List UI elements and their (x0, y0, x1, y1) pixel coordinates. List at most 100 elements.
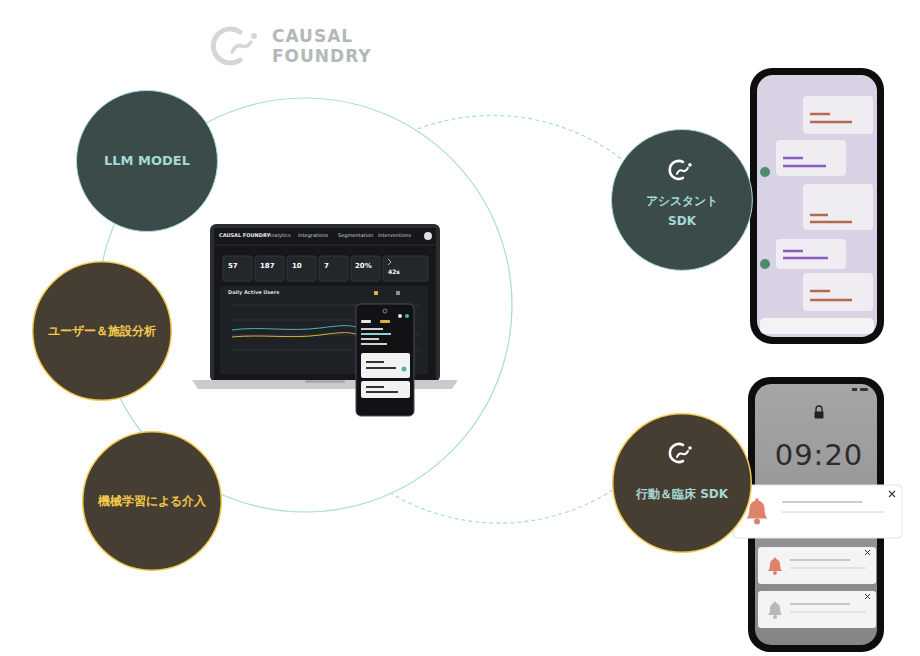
nav-item: Integrations (298, 233, 328, 238)
sdk-icon (670, 161, 692, 179)
mini-toggle (398, 314, 402, 318)
circle-outline (612, 413, 752, 553)
mini-pill (361, 320, 371, 323)
stat-value: 57 (228, 263, 238, 270)
bell-icon (747, 498, 768, 524)
chat-bubble (776, 140, 846, 176)
mini-pill (380, 320, 390, 323)
bubble-line (783, 257, 828, 260)
connector-dot (760, 259, 770, 269)
mini-card (361, 353, 410, 378)
mini-card (361, 381, 410, 398)
nav-item: Segmentation (338, 233, 373, 238)
logo-hook (232, 42, 251, 52)
mini-line (361, 343, 387, 345)
bubble-line (783, 250, 803, 253)
phone-screen (757, 75, 877, 337)
nav-item: Interventions (378, 233, 411, 238)
stat-value: 20% (355, 263, 372, 270)
bubble-line (810, 290, 830, 293)
logo-hook (677, 451, 688, 457)
notification-card (733, 485, 902, 538)
laptop-base (192, 380, 458, 389)
notification-line (782, 512, 884, 513)
node-label: 機械学習による介入 (98, 494, 206, 509)
circle-shape (613, 414, 752, 553)
feature-circle: ユーザー＆施設分析 (32, 261, 172, 401)
stat-value: 10 (292, 263, 302, 270)
status-icon (860, 388, 868, 391)
bell-knob (755, 498, 759, 502)
bubble-line (783, 157, 803, 160)
bell-body (768, 603, 782, 615)
laptop-notch (305, 380, 345, 383)
mini-line (366, 391, 398, 393)
circle-shape (33, 262, 172, 401)
close-icon (865, 550, 870, 555)
stat-card (255, 256, 284, 281)
stat-value: 7 (324, 263, 329, 270)
mini-line (366, 386, 384, 388)
lock-phone (733, 377, 902, 652)
bell-clapper (773, 571, 777, 575)
chat-input (760, 318, 874, 334)
status-icon (852, 388, 857, 391)
header-divider (214, 245, 436, 246)
bubble-line (783, 165, 826, 168)
mini-line (366, 367, 396, 369)
close-icon (865, 594, 870, 599)
bubble-line (810, 299, 852, 302)
chat-bubble (803, 184, 873, 230)
stat-card (319, 256, 348, 281)
chat-bubble (803, 273, 873, 311)
mini-line (361, 328, 383, 330)
logo-wordmark: CAUSAL FOUNDRY (272, 27, 392, 66)
chat-bubble (803, 96, 873, 134)
notification-card (758, 591, 876, 628)
circle-shape (83, 432, 222, 571)
logo-hook (677, 168, 688, 174)
logo-dot (251, 33, 257, 39)
chat-bubble (776, 239, 846, 269)
laptop-illustration (192, 224, 458, 416)
connector-dot (760, 167, 770, 177)
avatar (424, 232, 432, 240)
bell-knob (774, 558, 776, 560)
chart-title: Daily Active Users (228, 290, 279, 295)
circle-shape (612, 130, 753, 271)
notification-line (790, 612, 866, 613)
mini-phone (356, 304, 414, 416)
bell-knob (774, 602, 776, 604)
logo-dot (688, 446, 692, 450)
mini-camera (383, 309, 387, 313)
notification-line (790, 604, 850, 605)
logo-dot (688, 163, 692, 167)
node-label: アシスタント SDK (632, 192, 732, 232)
bell-body (747, 501, 768, 519)
bubble-line (810, 121, 852, 124)
chart-line (232, 326, 356, 330)
bubble-line (810, 113, 830, 116)
node-label: LLM MODEL (104, 153, 190, 169)
bell-clapper (754, 519, 760, 525)
nav-item: Analytics (268, 233, 291, 238)
chevron (388, 259, 391, 265)
nav-logo: CAUSAL FOUNDRY (219, 233, 270, 238)
dashed-orbit (418, 115, 640, 175)
stat-value: 42s (388, 269, 400, 275)
bubble-line (810, 221, 852, 224)
stat-card (287, 256, 316, 281)
clock-time: 09:20 (768, 440, 870, 470)
model-circle: LLM MODEL (76, 90, 218, 232)
mini-dot (402, 367, 407, 372)
lock-body (815, 412, 824, 419)
node-label: 行動＆臨床 SDK (636, 485, 728, 505)
mini-toggle (405, 314, 409, 318)
bell-icon (768, 602, 782, 620)
mini-line (361, 333, 391, 335)
bell-body (768, 559, 782, 571)
legend-square (374, 291, 378, 295)
legend-square (396, 291, 400, 295)
